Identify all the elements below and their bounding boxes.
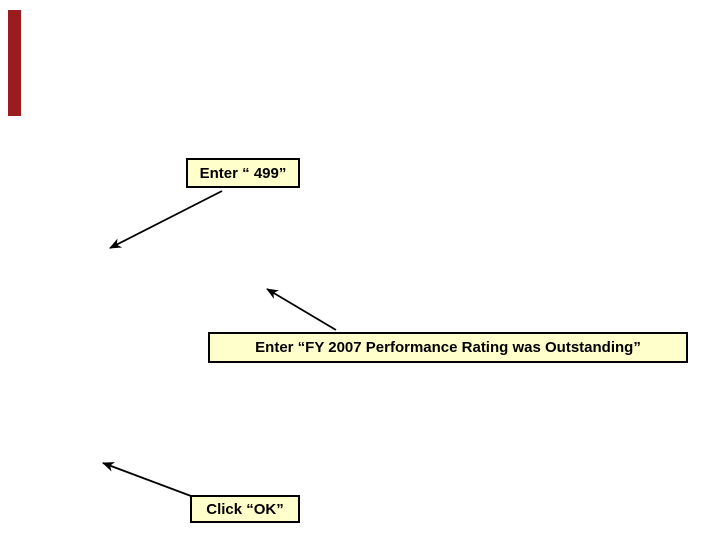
callout-enter-499: Enter “ 499”: [186, 158, 300, 188]
red-accent-bar: [8, 10, 21, 116]
callout-arrow-ok: [102, 462, 192, 497]
callout-enter-fy2007-rating: Enter “FY 2007 Performance Rating was Ou…: [208, 332, 688, 363]
callout-click-ok-label: Click “OK”: [206, 500, 284, 518]
callout-click-ok: Click “OK”: [190, 495, 300, 523]
callout-arrow-499: [109, 190, 223, 249]
callout-arrow-fy2007: [266, 288, 337, 331]
callout-enter-fy2007-rating-label: Enter “FY 2007 Performance Rating was Ou…: [255, 339, 641, 356]
callout-enter-499-label: Enter “ 499”: [199, 164, 287, 182]
